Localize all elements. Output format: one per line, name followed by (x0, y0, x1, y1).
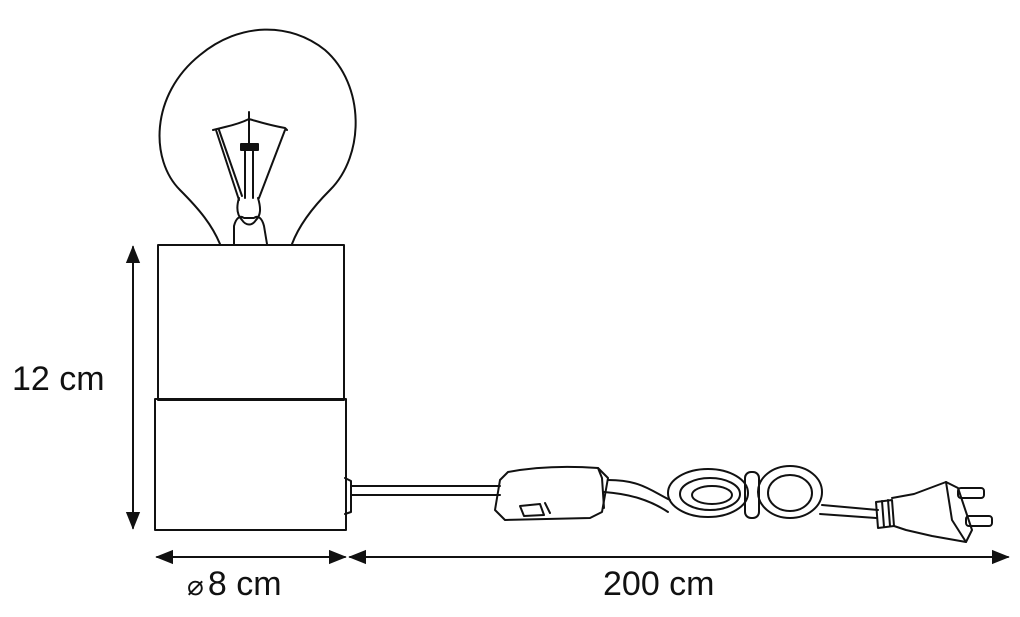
diameter-value: 8 cm (207, 565, 282, 603)
cord-length-value: 200 cm (603, 565, 715, 603)
cable-coil (667, 465, 823, 519)
cable-tie (744, 471, 760, 519)
diameter-symbol-icon: ⌀ (187, 570, 204, 601)
diameter-label: ⌀8 cm (187, 567, 282, 601)
height-label: 12 cm (12, 362, 105, 396)
plug (875, 481, 993, 543)
lamp-socket (157, 244, 345, 401)
cord-grommet (344, 477, 352, 515)
lamp-base (154, 398, 347, 531)
bulb-icon (158, 28, 357, 245)
cord-length-label: 200 cm (603, 567, 715, 601)
inline-switch (494, 465, 609, 521)
cord (350, 465, 879, 521)
height-value: 12 cm (12, 360, 105, 398)
